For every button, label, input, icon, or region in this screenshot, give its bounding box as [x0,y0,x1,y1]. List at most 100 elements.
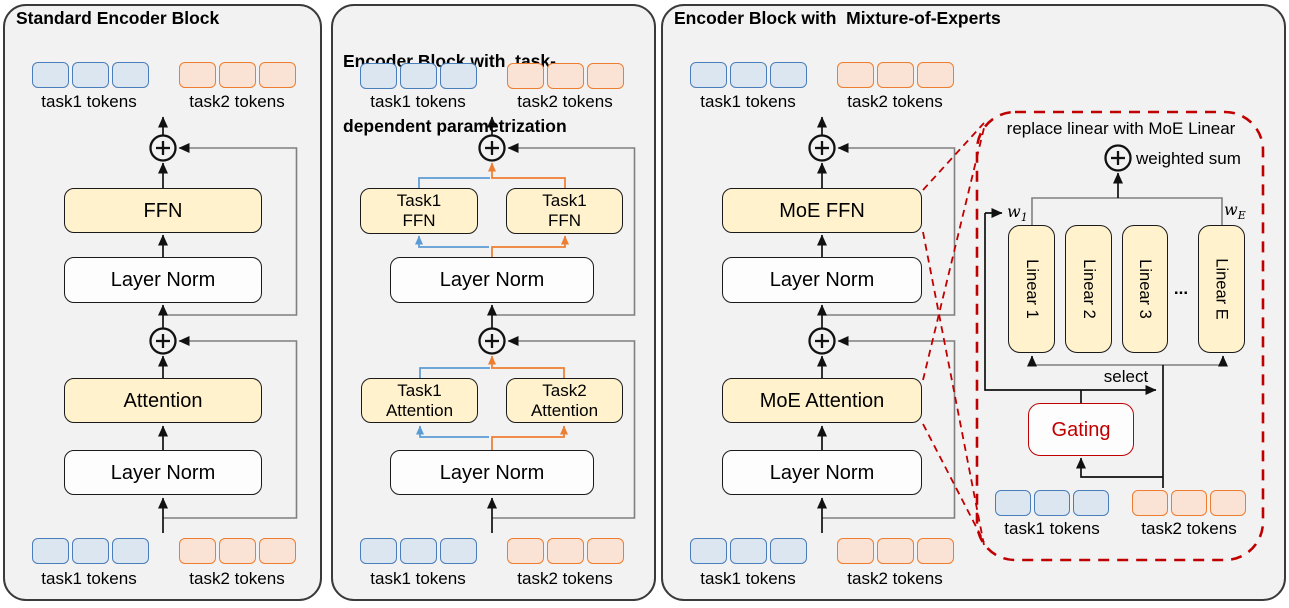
task1-tokens-label: task1 tokens [700,569,796,588]
task2-tokens-label: task2 tokens [1141,519,1237,538]
expert-output-collector [1031,197,1223,226]
panel2-wires [415,116,636,533]
token-row-task2 [837,62,954,88]
weight-w1-label: w1 [1007,202,1028,224]
token-row-task2 [837,538,954,564]
task2-wire [488,355,565,378]
task2-token [547,538,584,564]
panel3-title: Encoder Block with Mixture-of-Experts [674,8,1001,28]
task1-token [360,63,397,89]
token-row-task1 [32,538,149,564]
token-row-task1 [690,62,807,88]
task2-tokens-label: task2 tokens [517,92,613,111]
task1-wire [418,177,490,188]
weight-sub: 1 [1020,211,1028,225]
task2-token [179,538,216,564]
task2-token [917,62,954,88]
residual-connection [163,336,298,519]
moe-callout-border [975,110,1265,562]
layer-norm-block: Layer Norm [390,257,594,303]
residual-connection [163,143,298,316]
task2-token [219,62,256,88]
panel2-title: Encoder Block with task- dependent param… [343,8,567,159]
block-label-line: Task1 [542,191,587,210]
task2-token [587,63,624,89]
expert-label: Linear 1 [1022,259,1041,319]
token-row-task1 [690,538,807,564]
expert-linear-2-block: Linear 2 [1065,225,1112,353]
weight-wE-label: wE [1224,200,1246,222]
task2-tokens-label: task2 tokens [189,92,285,111]
moe-lens-line [922,127,985,381]
task2-token [837,62,874,88]
token-row-task1 [32,62,149,88]
block-label-line: Task2 [542,380,587,400]
task1-token [995,490,1031,516]
expert-label: Linear E [1212,258,1231,320]
block-label-line: Attention [385,400,454,420]
task1-token [400,63,437,89]
add-circle [478,327,506,355]
task1-token [32,62,69,88]
block-label-line: Task1 [396,191,442,210]
weight-base: w [1224,200,1238,219]
ffn-block: FFN [64,188,262,233]
panel3-wires [808,116,956,533]
moe-lens-line [922,423,985,543]
task1-tokens-label: task1 tokens [370,569,466,588]
task1-token [440,538,477,564]
add-circle [478,134,506,162]
task1-token [690,62,727,88]
token-row-task2 [1132,490,1246,516]
panel1-title: Standard Encoder Block [16,8,220,28]
block-label-line: Task1 [397,380,442,400]
task1-tokens-label: task1 tokens [41,92,137,111]
task1-attention-block: Task1 Attention [361,378,478,423]
task2-wire [488,162,566,188]
task2-tokens-label: task2 tokens [847,92,943,111]
callout-caption: replace linear with MoE Linear [1006,119,1236,138]
residual-connection [492,336,636,519]
task2-tokens-label: task2 tokens [517,569,613,588]
task2-token [587,538,624,564]
add-circle [808,327,836,355]
layer-norm-block: Layer Norm [722,257,922,303]
expert-label: Linear 2 [1079,259,1098,319]
task1-token [1034,490,1070,516]
task2-token [259,538,296,564]
task1-token [72,62,109,88]
token-row-task2 [179,538,296,564]
moe-ffn-block: MoE FFN [722,188,922,233]
weight-sub: E [1237,209,1246,223]
task2-token [219,538,256,564]
block-label-line: Attention [530,400,599,420]
task1-token [72,538,109,564]
task1-token [112,62,149,88]
task1-ffn-block: Task1 FFN [360,188,478,234]
residual-connection [492,143,636,316]
task2-wire [491,235,569,257]
moe-lens-line [922,231,985,546]
add-circle [808,134,836,162]
task2-token [547,63,584,89]
task1-wire [415,235,489,248]
task1-token [770,538,807,564]
gating-block: Gating [1028,403,1134,456]
select-label: select [1103,367,1149,386]
layer-norm-block: Layer Norm [64,257,262,303]
token-row-task1 [360,538,477,564]
task2-ffn-block: Task1 FFN [506,188,623,234]
residual-connection [822,336,956,519]
token-row-task2 [179,62,296,88]
task2-token [507,63,544,89]
expert-linear-3-block: Linear 3 [1122,225,1168,353]
block-label-line: FFN [402,211,436,230]
token-row-task2 [507,63,624,89]
task2-token [259,62,296,88]
task1-wire [416,425,489,438]
expert-label: Linear 3 [1136,259,1155,319]
task1-token [770,62,807,88]
token-row-task1 [360,63,477,89]
task2-token [837,538,874,564]
weighted-sum-label: weighted sum [1136,149,1241,168]
